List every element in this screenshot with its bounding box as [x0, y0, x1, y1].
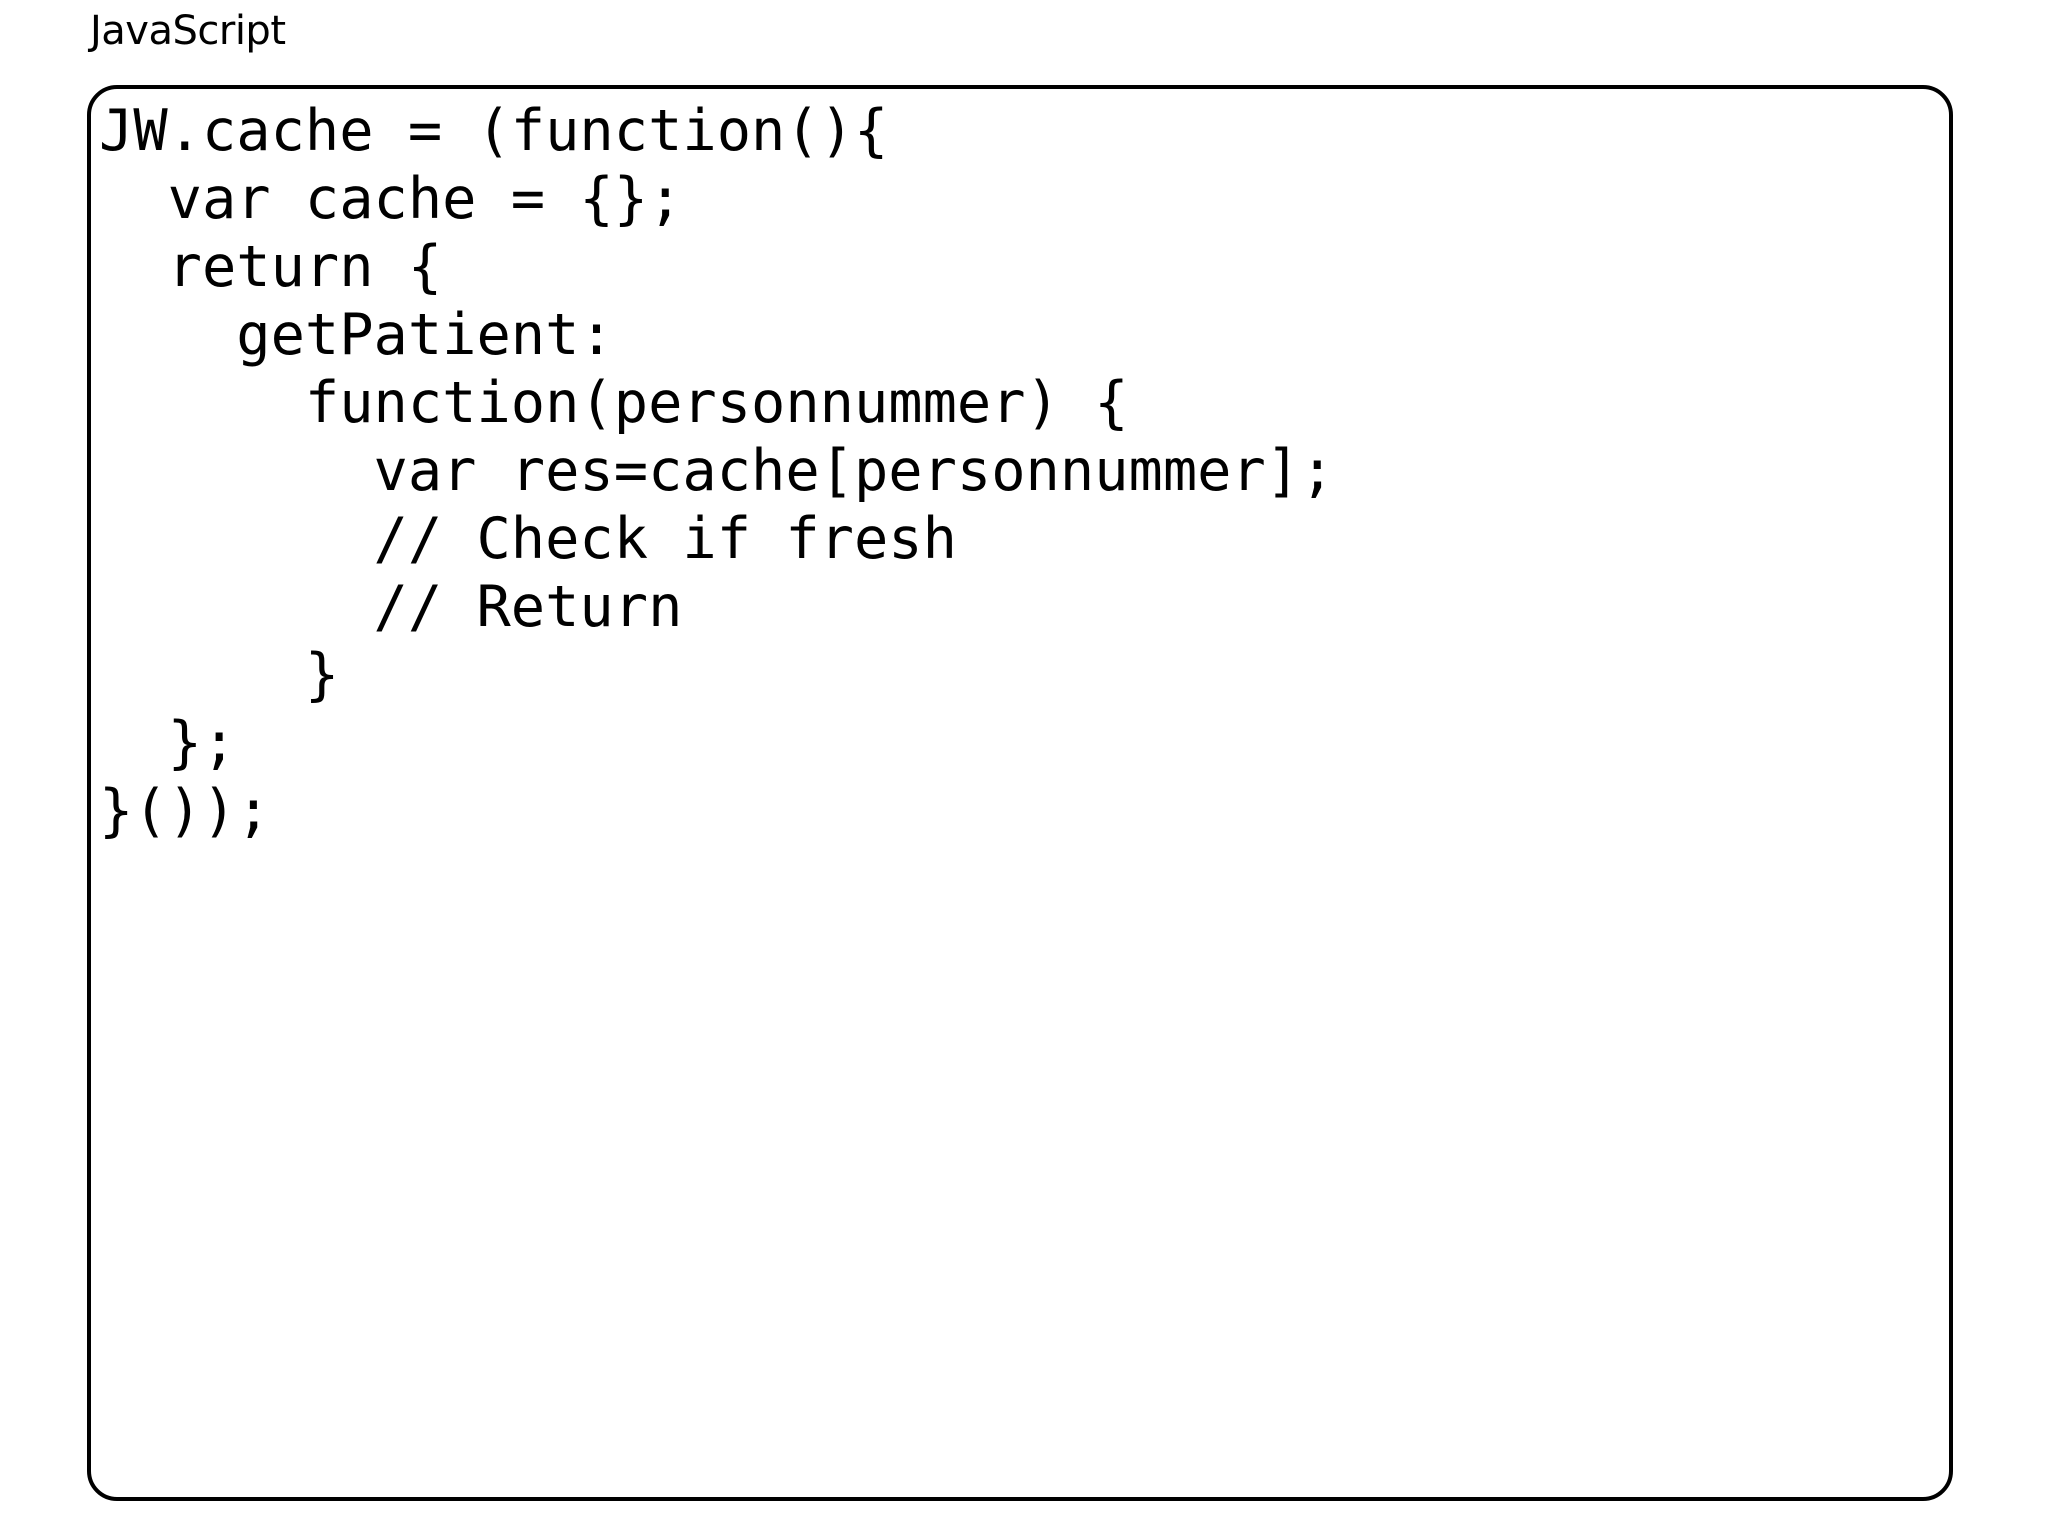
code-line [99, 1185, 1949, 1253]
code-line: }; [99, 710, 237, 776]
language-caption: JavaScript [90, 8, 286, 54]
code-line [99, 913, 1949, 981]
code-line: // Return [99, 574, 683, 640]
code-line: // Check if fresh [99, 506, 957, 572]
code-frame: JW.cache = (function(){ var cache = {}; … [87, 85, 1953, 1501]
code-line: function(personnummer) { [99, 370, 1129, 436]
code-line: }()); [99, 778, 271, 844]
code-line: return { [99, 234, 443, 300]
code-line: JW.cache = (function(){ [99, 98, 889, 164]
code-line [99, 1049, 1949, 1117]
code-line [99, 845, 1949, 913]
code-line: } [99, 642, 340, 708]
code-line: var res=cache[personnummer]; [99, 438, 1335, 504]
code-line: getPatient: [99, 302, 614, 368]
code-line [99, 981, 1949, 1049]
code-line [99, 1117, 1949, 1185]
code-line: var cache = {}; [99, 166, 683, 232]
code-block: JW.cache = (function(){ var cache = {}; … [99, 97, 1949, 1253]
